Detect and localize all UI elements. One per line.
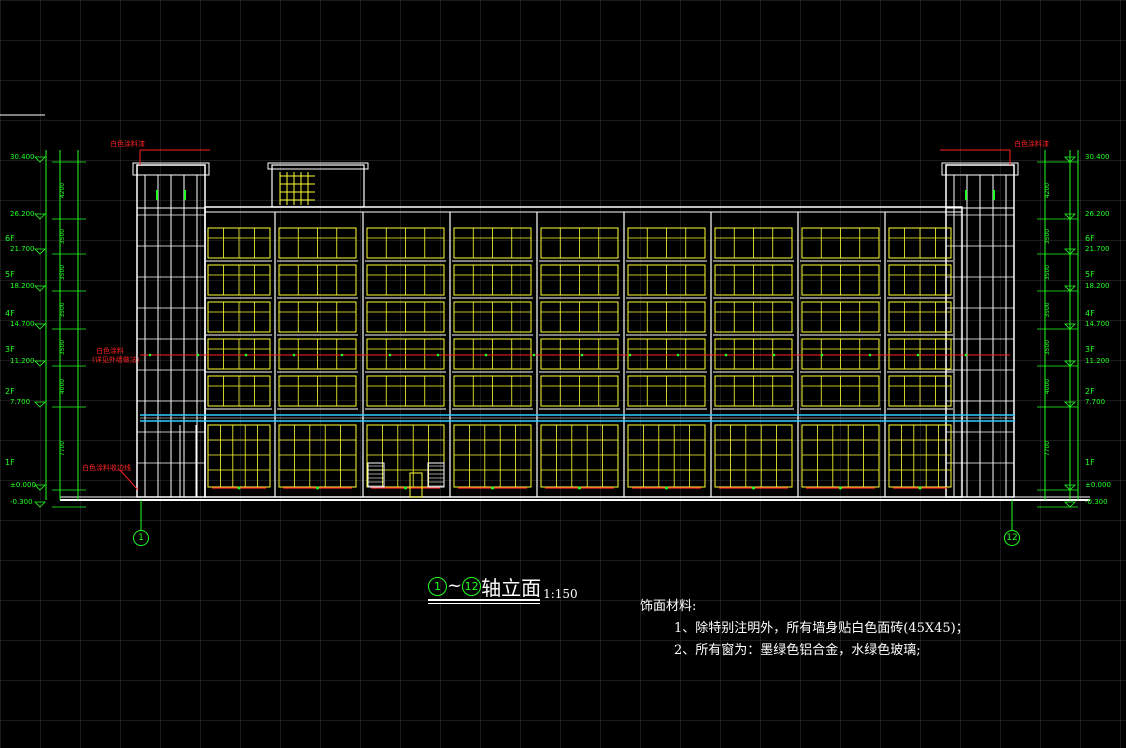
title-scale: 1:150 [543,587,578,601]
right-dim-4: 3500 [1044,340,1051,355]
axis-bubble-left: 1 [133,530,149,546]
right-level-6: 7.700 [1085,398,1105,406]
tag-low-text: 白色涂料收边线 [82,463,131,472]
right-floor-5: 1F [1085,458,1095,467]
left-floor-5: 1F [5,458,15,467]
left-level-7: ±0.000 [10,481,36,489]
left-level-3: 18.200 [10,282,35,290]
left-level-1: 26.200 [10,210,35,218]
right-floor-1: 5F [1085,270,1095,279]
right-level-1: 26.200 [1085,210,1110,218]
right-level-5: 11.200 [1085,357,1110,365]
left-level-2: 21.700 [10,245,35,253]
right-dim-2: 3500 [1044,265,1051,280]
left-dim-4: 3500 [59,340,66,355]
right-floor-0: 6F [1085,234,1095,243]
note-2: 2、所有窗为：墨绿色铝合金，水绿色玻璃; [674,643,921,658]
left-level-6: 7.700 [10,398,30,406]
title-axis-start: 1 [428,577,447,596]
right-dim-5: 4000 [1044,379,1051,394]
material-notes: 饰面材料: 1、除特别注明外，所有墙身贴白色面砖(45X45)； 2、所有窗为：… [640,596,969,662]
left-dim-2: 3500 [59,265,66,280]
axis-bubble-right: 12 [1004,530,1020,546]
right-level-3: 18.200 [1085,282,1110,290]
left-floor-0: 6F [5,234,15,243]
right-level-7: ±0.000 [1085,481,1111,489]
left-floor-2: 4F [5,309,15,318]
left-dim-3: 3500 [59,302,66,317]
right-dim-0: 4200 [1044,183,1051,198]
title-text: 轴立面 [481,576,542,600]
left-level-0: 30.400 [10,153,35,161]
left-dim-5: 4000 [59,379,66,394]
right-floor-4: 2F [1085,387,1095,396]
left-level-4: 14.700 [10,320,35,328]
left-floor-1: 5F [5,270,15,279]
left-level-5: 11.200 [10,357,35,365]
tag-mid-text-1: 白色涂料 [96,346,124,355]
title-axis-end: 12 [462,577,482,596]
left-floor-4: 2F [5,387,15,396]
left-level-8: -0.300 [10,498,33,506]
right-floor-3: 3F [1085,345,1095,354]
tag-mid-text-2: (详见外墙做法) [92,355,140,364]
right-level-8: -0.300 [1085,498,1108,506]
right-dim-6: 7700 [1044,441,1051,456]
right-dim-1: 3500 [1044,229,1051,244]
notes-heading: 饰面材料: [640,599,697,614]
tag-top-left-text: 白色涂料漆 [110,139,145,148]
left-dim-6: 7700 [59,441,66,456]
penthouse [271,164,365,208]
left-dim-1: 3500 [59,229,66,244]
left-floor-3: 3F [5,345,15,354]
right-level-4: 14.700 [1085,320,1110,328]
note-1: 1、除特别注明外，所有墙身贴白色面砖(45X45)； [674,621,969,636]
right-level-0: 30.400 [1085,153,1110,161]
right-floor-2: 4F [1085,309,1095,318]
tag-top-right-text: 白色涂料漆 [1014,139,1049,148]
left-dim-0: 4200 [59,183,66,198]
right-dim-3: 3500 [1044,302,1051,317]
title-tilde: ~ [447,575,463,596]
right-level-2: 21.700 [1085,245,1110,253]
